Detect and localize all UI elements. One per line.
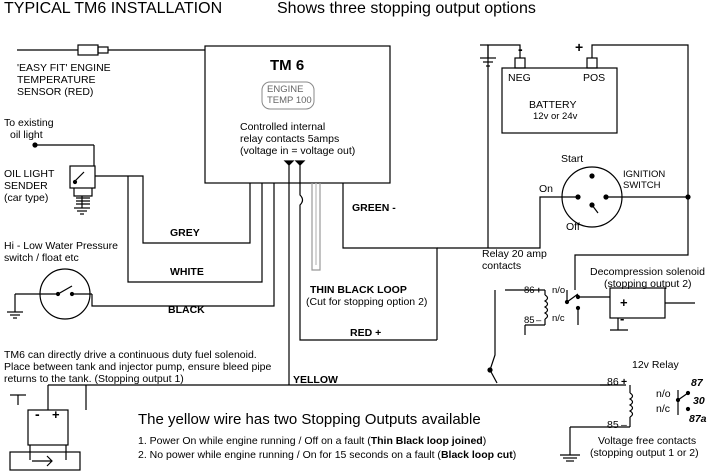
title-main: TYPICAL TM6 INSTALLATION xyxy=(4,0,223,17)
tm6-relay-contacts-icon xyxy=(283,160,306,166)
battery-pos-terminal xyxy=(586,57,598,69)
tm6-note-line2: Place between tank and injector pump, en… xyxy=(4,361,272,373)
battery-neg-terminal xyxy=(514,57,526,69)
relay12-85: 85 xyxy=(607,419,619,431)
engine-temp-line2: TEMP 100 xyxy=(267,95,312,106)
relay12-30: 30 xyxy=(693,395,705,407)
relay20-no: n/o xyxy=(552,285,566,296)
water-switch-icon xyxy=(7,268,92,320)
loop-title: THIN BLACK LOOP xyxy=(310,284,407,296)
option-1-suffix: ) xyxy=(482,435,487,447)
water-switch-line1: Hi - Low Water Pressure xyxy=(4,240,118,252)
water-switch-line2: switch / float etc xyxy=(4,252,79,264)
decomp-line1: Decompression solenoid xyxy=(590,266,705,278)
battery-neg-label: NEG xyxy=(508,72,531,84)
engine-temp-box xyxy=(261,81,315,110)
relay20-86: 86 xyxy=(524,285,535,296)
relay20-label-line2: contacts xyxy=(482,260,522,272)
battery-box xyxy=(501,67,618,134)
loop-note: (Cut for stopping option 2) xyxy=(306,296,428,308)
relay12-no: n/o xyxy=(656,388,671,400)
oil-sender-line2: SENDER xyxy=(4,180,48,192)
voltage-free-line1: Voltage free contacts xyxy=(598,435,697,447)
battery-label: BATTERY xyxy=(529,99,577,111)
ignition-off-label: Off xyxy=(566,221,580,233)
ignition-label-line2: SWITCH xyxy=(623,180,661,191)
oil-sender-icon xyxy=(69,165,96,215)
oil-light-line1: To existing xyxy=(4,117,54,129)
relay12-label: 12v Relay xyxy=(632,359,679,371)
ignition-start-label: Start xyxy=(561,153,584,165)
tm6-box xyxy=(204,45,391,184)
option-1: 1. Power On while engine running / Off o… xyxy=(138,436,486,447)
relay20-85: 85 xyxy=(524,315,535,326)
decomp-plus: + xyxy=(620,295,628,310)
relay-note-line1: Controlled internal xyxy=(240,121,326,133)
option-1-bold: Thin Black loop joined xyxy=(370,435,483,447)
wire-grey-label: GREY xyxy=(170,227,200,239)
option-1-prefix: 1. Power On while engine running / Off o… xyxy=(138,435,371,447)
decomp-minus: - xyxy=(620,311,625,326)
option-2-bold: Black loop cut xyxy=(440,449,513,461)
wire-red-label: RED + xyxy=(350,327,382,339)
relay20-nc: n/c xyxy=(552,313,565,324)
relay12-86: 86 xyxy=(607,376,619,388)
ignition-on-label: On xyxy=(539,183,554,195)
engine-temp-line1: ENGINE xyxy=(267,84,304,95)
relay12-87a: 87a xyxy=(689,413,707,425)
temperature-sensor-icon xyxy=(17,44,205,56)
relay12-dash: – xyxy=(621,419,627,431)
fuel-solenoid-icon xyxy=(9,384,86,471)
relay-20-amp-icon xyxy=(505,289,610,326)
option-2: 2. No power while engine running / On fo… xyxy=(138,450,516,461)
relay12-87: 87 xyxy=(691,377,703,389)
temp-sensor-line1: 'EASY FIT' ENGINE xyxy=(17,62,111,74)
ignition-label-line1: IGNITION xyxy=(623,169,666,180)
temp-sensor-line2: TEMPERATURE xyxy=(17,74,96,86)
oil-light-line2: oil light xyxy=(10,129,43,141)
relay20-plus: + xyxy=(536,285,542,296)
ignition-switch-icon xyxy=(560,166,688,228)
wire-green-label: GREEN - xyxy=(352,202,396,214)
voltage-free-line2: (stopping output 1 or 2) xyxy=(590,447,699,459)
relay12-nc: n/c xyxy=(656,403,671,415)
option-2-prefix: 2. No power while engine running / On fo… xyxy=(138,449,441,461)
battery-pos-sign: + xyxy=(575,39,584,55)
battery-neg-sign: - xyxy=(518,41,523,57)
relay-note-line3: (voltage in = voltage out) xyxy=(240,145,356,157)
oil-sender-line1: OIL LIGHT xyxy=(4,168,55,180)
relay20-dash: – xyxy=(536,315,542,326)
option-2-suffix: ) xyxy=(512,449,517,461)
tm6-note-line1: TM6 can directly drive a continuous duty… xyxy=(4,349,257,361)
battery-volts: 12v or 24v xyxy=(533,111,578,122)
relay-12v-icon xyxy=(560,384,691,462)
decomp-line2: (stopping output 2) xyxy=(604,278,692,290)
wire-black-label: BLACK xyxy=(168,304,205,316)
wire-white-label: WHITE xyxy=(170,266,204,278)
wire-yellow-label: YELLOW xyxy=(293,374,338,386)
title-sub: Shows three stopping output options xyxy=(277,0,536,17)
oil-sender-line3: (car type) xyxy=(4,192,49,204)
battery-pos-label: POS xyxy=(583,72,606,84)
fuel-solenoid-minus: - xyxy=(35,406,40,422)
oil-light-terminal-icon xyxy=(32,142,38,148)
temp-sensor-line3: SENSOR (RED) xyxy=(17,86,94,98)
relay-note-line2: relay contacts 5amps xyxy=(240,133,340,145)
tm6-note-line3: returns to the tank. (Stopping output 1) xyxy=(4,373,184,385)
decompression-solenoid-icon xyxy=(609,287,695,331)
fuel-solenoid-plus: + xyxy=(52,407,60,422)
relay12-plus: + xyxy=(621,376,628,388)
relay20-label-line1: Relay 20 amp xyxy=(482,248,547,260)
yellow-note: The yellow wire has two Stopping Outputs… xyxy=(138,411,481,428)
tm6-title: TM 6 xyxy=(270,57,305,74)
